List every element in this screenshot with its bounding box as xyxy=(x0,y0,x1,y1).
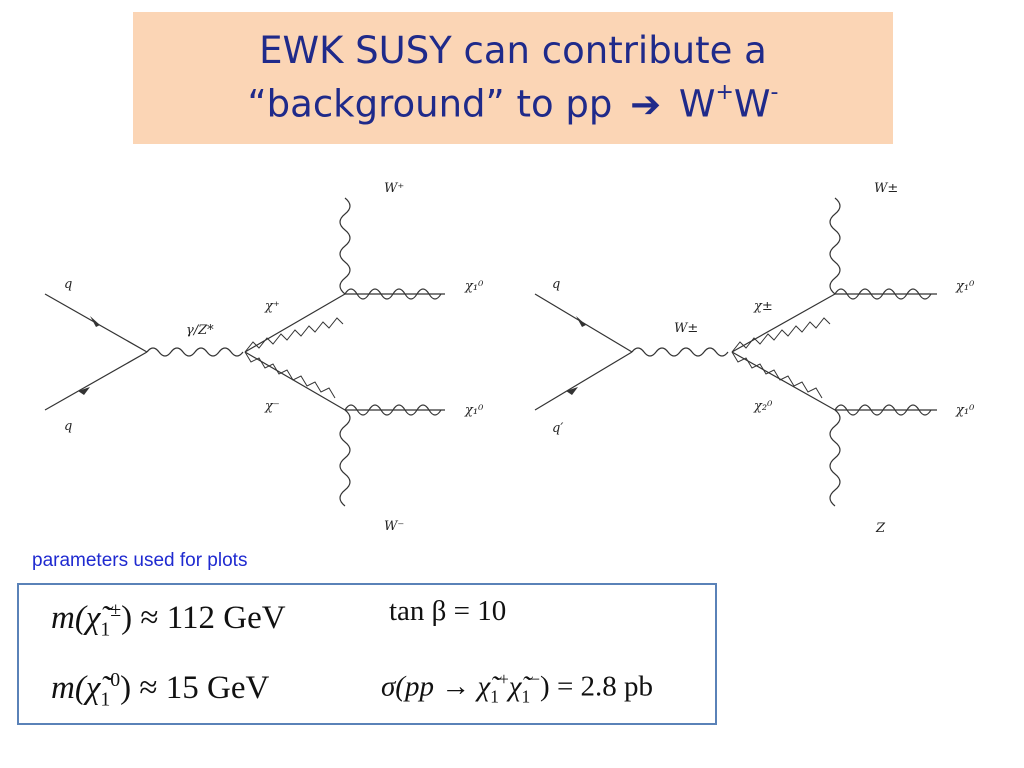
chargino-top-line xyxy=(244,293,346,353)
chargino-sub: 1 xyxy=(100,618,111,641)
label-q-bottom: q xyxy=(64,419,72,434)
propagator-wave xyxy=(146,347,244,357)
title-w-plus: + xyxy=(715,80,734,106)
xsec-chi2: χ̃ xyxy=(508,670,522,703)
feynman-diagram-right: q q′ W± χ± χ₂⁰ W± Z χ₁⁰ χ₁⁰ xyxy=(490,170,1010,555)
neutralino-bottom-wave xyxy=(344,404,442,416)
xsec-suffix: ) = 2.8 pb xyxy=(540,670,654,703)
chargino-bottom-wave xyxy=(244,351,336,399)
chargino-top-wave xyxy=(244,317,344,353)
title-line-2: “background” to pp ➔ W+W- xyxy=(248,74,779,127)
w-bottom-wave xyxy=(339,409,351,507)
chargino-top-wave xyxy=(731,317,831,353)
chargino-mass-suffix: ) ≈ 112 GeV xyxy=(121,600,286,636)
title-w2: W xyxy=(733,82,771,126)
neutralino-mass-eq: m(χ̃10) ≈ 15 GeV xyxy=(51,669,269,712)
label-z-bottom: Z xyxy=(875,521,886,536)
xsec-chi2-sup: − xyxy=(530,669,541,689)
right-arrow-icon: ➔ xyxy=(630,82,662,126)
label-q-top: q xyxy=(64,277,72,292)
chargino-top-line xyxy=(731,293,836,353)
label-chi-pm: χ± xyxy=(753,299,773,314)
label-chi2-0: χ₂⁰ xyxy=(753,399,773,414)
title-w-minus: - xyxy=(770,80,779,106)
neutralino-bottom-wave xyxy=(834,404,932,416)
title-w: W xyxy=(678,82,716,126)
cross-section-eq: σ(pp → χ̃1+χ̃1−) = 2.8 pb xyxy=(381,669,653,707)
neutralino2-line xyxy=(731,351,836,411)
propagator-wave xyxy=(631,347,729,357)
neutralino2-wave xyxy=(731,351,823,399)
label-w-top: W⁺ xyxy=(384,181,404,196)
params-label: parameters used for plots xyxy=(32,550,248,571)
title-line-2-prefix: “background” to pp xyxy=(247,82,613,126)
xsec-prefix: σ(pp → xyxy=(381,670,471,703)
chargino-mass-prefix: m( xyxy=(51,600,86,636)
label-chi-minus: χ⁻ xyxy=(264,399,280,414)
label-q-top: q xyxy=(552,277,560,292)
chargino-mass-eq: m(χ̃1±) ≈ 112 GeV xyxy=(51,599,286,642)
label-out-bottom: χ₁⁰ xyxy=(464,403,484,418)
w-top-wave xyxy=(339,197,351,295)
params-box: m(χ̃1±) ≈ 112 GeV tan β = 10 m(χ̃10) ≈ 1… xyxy=(17,583,717,725)
xsec-chi1: χ̃ xyxy=(477,670,491,703)
label-out-top: χ₁⁰ xyxy=(464,279,484,294)
arrow-icon xyxy=(566,387,578,395)
chargino-symbol: χ̃ xyxy=(85,600,101,636)
neutralino-top-wave xyxy=(344,288,442,300)
neutralino-mass-prefix: m( xyxy=(51,670,86,706)
xsec-chi1-sup: + xyxy=(498,669,509,689)
arrow-icon xyxy=(90,316,100,327)
label-propagator: W± xyxy=(674,321,698,336)
label-out-bottom: χ₁⁰ xyxy=(955,403,975,418)
w-top-wave xyxy=(829,197,841,295)
feynman-diagram-left: q q γ/Z* χ⁺ χ⁻ W⁺ W⁻ χ₁⁰ χ₁⁰ xyxy=(0,170,500,555)
arrow-icon xyxy=(576,316,586,327)
label-propagator: γ/Z* xyxy=(186,323,214,338)
xsec-chi1-sub: 1 xyxy=(490,686,499,707)
tan-beta-eq: tan β = 10 xyxy=(389,595,507,627)
xsec-chi2-sub: 1 xyxy=(521,686,531,707)
neutralino-symbol: χ̃ xyxy=(85,670,101,706)
label-out-top: χ₁⁰ xyxy=(955,279,975,294)
incoming-quark-bottom-line xyxy=(534,351,633,411)
label-chi-plus: χ⁺ xyxy=(264,299,280,314)
feynman-diagram-left-svg: q q γ/Z* χ⁺ χ⁻ W⁺ W⁻ χ₁⁰ χ₁⁰ xyxy=(44,181,484,534)
label-w-top: W± xyxy=(874,181,898,196)
arrow-icon xyxy=(78,387,90,395)
title-line-1: EWK SUSY can contribute a xyxy=(259,29,767,73)
neutralino-top-wave xyxy=(834,288,932,300)
neutralino-sub: 1 xyxy=(100,688,111,711)
label-w-bottom: W⁻ xyxy=(384,519,404,534)
neutralino-mass-suffix: ) ≈ 15 GeV xyxy=(120,670,270,706)
slide-title-box: EWK SUSY can contribute a “background” t… xyxy=(133,12,893,144)
label-qprime-bottom: q′ xyxy=(552,421,563,436)
incoming-quark-bottom-line xyxy=(44,351,148,411)
feynman-diagram-right-svg: q q′ W± χ± χ₂⁰ W± Z χ₁⁰ χ₁⁰ xyxy=(534,181,975,536)
z-bottom-wave xyxy=(829,409,841,507)
chargino-sup: ± xyxy=(110,599,122,621)
chargino-bottom-line xyxy=(244,351,346,411)
neutralino-sup: 0 xyxy=(110,669,121,691)
